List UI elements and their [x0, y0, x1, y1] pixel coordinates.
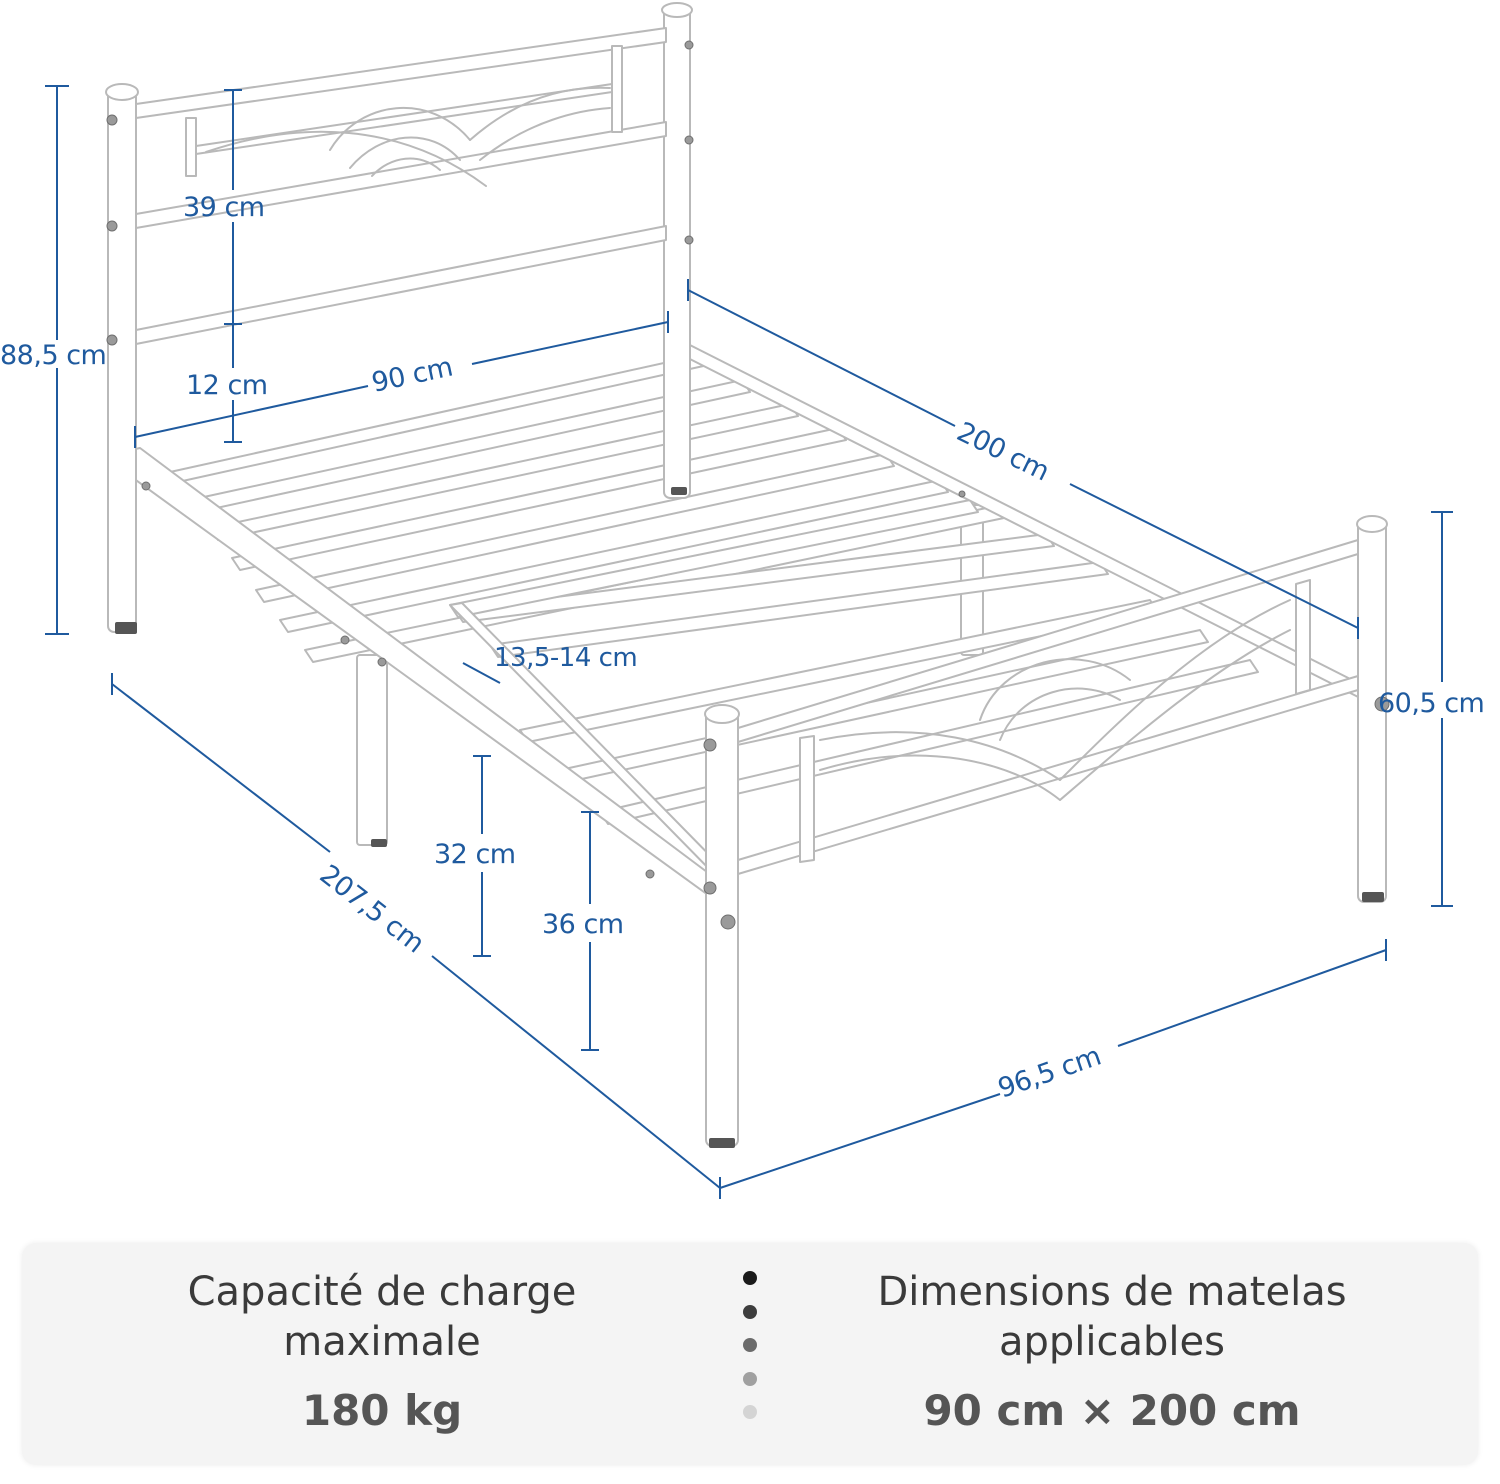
label-under-bed-clearance: 32 cm — [434, 839, 516, 870]
separator-dot — [743, 1304, 757, 1319]
mattress-size-title-line1: Dimensions de matelas — [877, 1269, 1347, 1315]
bed-slats — [169, 354, 1259, 825]
label-slat-spacing: 13,5-14 cm — [494, 643, 637, 673]
separator-dot — [743, 1405, 757, 1419]
label-headboard-height: 88,5 cm — [0, 340, 106, 371]
load-capacity-title-line1: Capacité de charge — [187, 1269, 577, 1315]
frame-bolts — [106, 40, 1390, 930]
label-headboard-gap: 12 cm — [186, 370, 268, 401]
label-frame-height: 36 cm — [542, 909, 624, 940]
specs-panel: Capacité de charge maximale 180 kg Dimen… — [22, 1243, 1478, 1465]
label-inner-width: 90 cm — [369, 352, 455, 399]
label-inner-length: 200 cm — [952, 416, 1054, 487]
load-capacity-spec: Capacité de charge maximale 180 kg — [122, 1267, 642, 1439]
separator-dot — [743, 1338, 757, 1352]
separator-dots — [740, 1271, 760, 1439]
bed-frame-illustration — [105, 2, 1388, 1148]
label-overall-width: 96,5 cm — [994, 1041, 1105, 1105]
mattress-size-spec: Dimensions de matelas applicables 90 cm … — [812, 1267, 1412, 1439]
label-overall-length: 207,5 cm — [314, 859, 430, 959]
bed-dimension-diagram: 88,5 cm 39 cm 12 cm 90 cm 200 cm 207,5 c… — [0, 2, 1485, 1199]
label-headboard-panel: 39 cm — [183, 192, 265, 223]
dimension-lines — [45, 85, 1453, 1199]
label-footboard-height: 60,5 cm — [1378, 688, 1484, 719]
mattress-size-title-line2: applicables — [999, 1319, 1225, 1365]
separator-dot — [743, 1371, 757, 1386]
load-capacity-title-line2: maximale — [283, 1319, 481, 1365]
separator-dot — [743, 1271, 757, 1285]
mattress-size-value: 90 cm × 200 cm — [923, 1386, 1301, 1435]
load-capacity-value: 180 kg — [301, 1386, 463, 1435]
